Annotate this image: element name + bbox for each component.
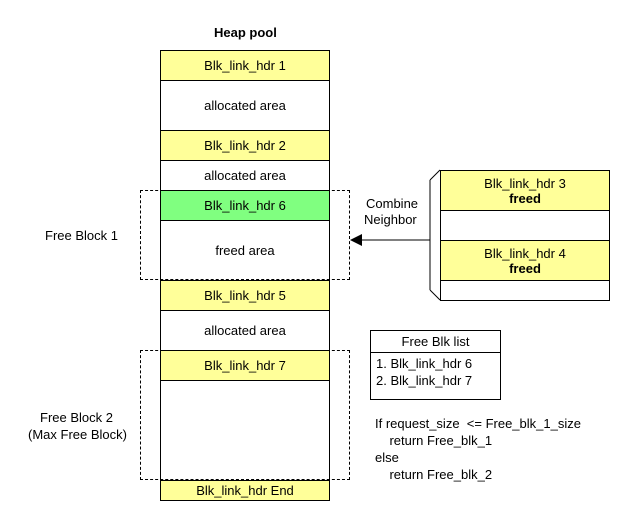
free-block-1-outline: [140, 190, 350, 280]
neighbor-hdr3-status: freed: [509, 190, 541, 206]
code-line-else: else: [375, 450, 399, 465]
neighbor-hdr4-status: freed: [509, 260, 541, 276]
heap-block-label: Blk_link_hdr End: [196, 483, 294, 498]
neighbor-block-area4: [440, 280, 610, 301]
heap-block-alloc3: allocated area: [160, 310, 330, 351]
free-block-1-label: Free Block 1: [45, 228, 118, 243]
neighbor-block-hdr4: Blk_link_hdr 4 freed: [440, 240, 610, 281]
diagram-title: Heap pool: [214, 25, 277, 40]
combine-label-line1: Combine: [366, 196, 419, 211]
neighbor-box-top-bevel: [429, 169, 441, 181]
neighbor-block-area3: [440, 210, 610, 241]
heap-block-free2-area: [160, 380, 330, 481]
heap-block-label: allocated area: [204, 168, 286, 183]
neighbor-box-bottom-bevel: [429, 289, 441, 301]
code-line-if: If request_size <= Free_blk_1_size: [375, 416, 581, 431]
free-list-item: 1. Blk_link_hdr 6: [376, 356, 473, 371]
free-block-2-label-line2: (Max Free Block): [28, 427, 127, 442]
heap-block-hdr5: Blk_link_hdr 5: [160, 280, 330, 311]
free-list-box: Free Blk list 1. Blk_link_hdr 6 2. Blk_l…: [370, 330, 501, 400]
neighbor-block-hdr3: Blk_link_hdr 3 freed: [440, 170, 610, 211]
heap-block-freed1: freed area: [160, 220, 330, 281]
free-block-2-label-line1: Free Block 2: [40, 410, 113, 425]
heap-block-label: Blk_link_hdr 1: [204, 58, 286, 73]
heap-block-label: Blk_link_hdr 7: [204, 358, 286, 373]
heap-block-label: Blk_link_hdr 2: [204, 138, 286, 153]
combine-arrow-head: [350, 234, 362, 246]
heap-block-label: Blk_link_hdr 5: [204, 288, 286, 303]
heap-block-alloc2: allocated area: [160, 160, 330, 191]
code-line-return1: return Free_blk_1: [375, 433, 493, 448]
heap-block-label: Blk_link_hdr 6: [204, 198, 286, 213]
neighbor-hdr3-title: Blk_link_hdr 3: [484, 175, 566, 191]
combine-label-line2: Neighbor: [364, 212, 417, 227]
heap-block-label: allocated area: [204, 323, 286, 338]
heap-block-alloc1: allocated area: [160, 80, 330, 131]
free-list-title: Free Blk list: [371, 331, 500, 353]
heap-block-label: allocated area: [204, 98, 286, 113]
neighbor-hdr4-title: Blk_link_hdr 4: [484, 245, 566, 261]
free-block-2-outline: [140, 350, 350, 480]
heap-block-label: freed area: [215, 243, 275, 258]
code-line-return2: return Free_blk_2: [375, 467, 493, 482]
free-list-item: 2. Blk_link_hdr 7: [376, 373, 473, 388]
heap-block-hdr-end: Blk_link_hdr End: [160, 480, 330, 501]
